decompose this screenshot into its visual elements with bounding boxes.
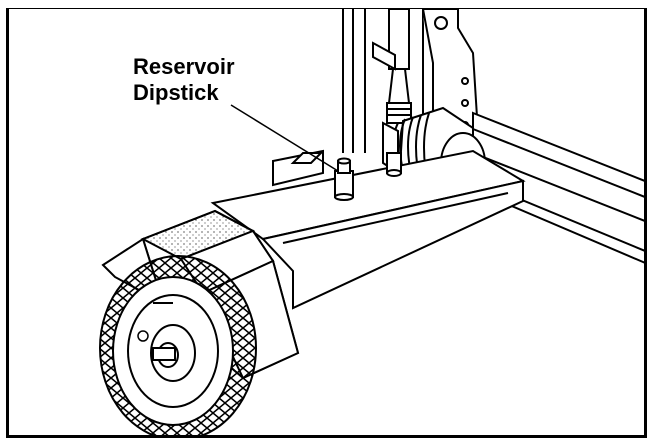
callout-leader-line: [230, 104, 339, 172]
reservoir-beam: [210, 149, 526, 310]
reservoir-dipstick-callout: Reservoir Dipstick: [133, 54, 235, 106]
fitting: [386, 152, 402, 177]
top-edge-fragment: [0, 0, 657, 8]
figure-frame: [6, 6, 647, 438]
hub-detail: [137, 330, 149, 342]
callout-line-2: Dipstick: [133, 80, 219, 105]
wheel: [99, 255, 257, 435]
callout-line-1: Reservoir: [133, 54, 235, 79]
split-logger-line-drawing: [99, 9, 644, 435]
reservoir-dipstick: [334, 157, 354, 201]
vertical-column: [342, 9, 366, 153]
